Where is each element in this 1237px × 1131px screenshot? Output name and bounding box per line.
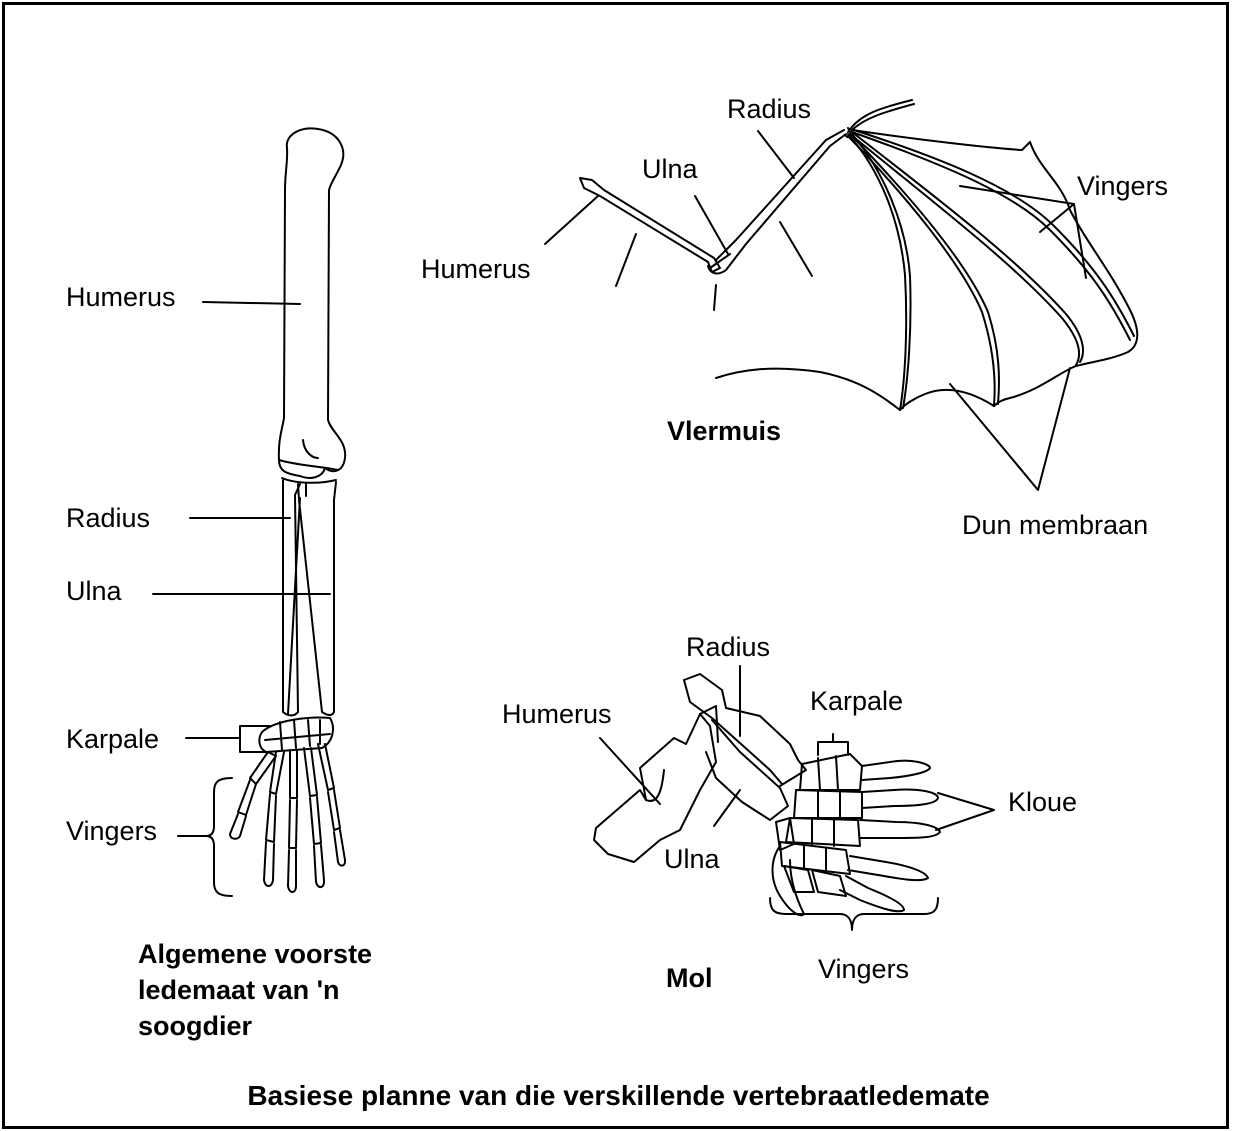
leader-bat-ulna [695,196,728,254]
mole-radius-ulna-bones [684,674,806,820]
leader-mole-kloue [936,793,994,830]
mammal-carpal-bones [259,718,333,752]
bat-label-radius: Radius [727,96,811,123]
mammal-label-karpale: Karpale [66,726,159,753]
leader-mole-humerus [600,738,660,804]
bat-label-vingers: Vingers [1077,173,1168,200]
bat-wing [545,100,1137,490]
mammal-label-ulna: Ulna [66,578,122,605]
bat-label-humerus: Humerus [421,256,531,283]
mammal-caption: Algemene voorste ledemaat van 'n soogdie… [138,936,438,1044]
mole-label-karpale: Karpale [810,688,903,715]
diagram-footer-title: Basiese planne van die verskillende vert… [0,1080,1237,1112]
bat-radius-ulna-bones [708,130,846,273]
leader-bat-radius [758,131,794,178]
mole-label-vingers: Vingers [818,956,909,983]
brace-vingers [206,778,232,896]
mole-label-ulna: Ulna [664,846,720,873]
mole-caption: Mol [666,965,713,992]
mole-humerus-bone [594,706,718,862]
mammal-label-humerus: Humerus [66,284,176,311]
leader-bat-membraan [950,368,1070,490]
bat-caption: Vlermuis [667,418,781,445]
mammal-label-radius: Radius [66,505,150,532]
leader-bat-humerus [545,196,598,244]
bracket-mole-karpale [818,734,848,755]
mole-finger-bones [773,761,941,916]
mole-label-humerus: Humerus [502,701,612,728]
mole-label-radius: Radius [686,634,770,661]
mole-label-kloue: Kloue [1008,789,1077,816]
brace-mole-vingers [770,898,938,930]
bat-membrane [716,128,1137,410]
bat-humerus-bone [580,178,720,272]
mole-forelimb [594,666,994,930]
mammal-label-vingers: Vingers [66,818,157,845]
mammal-forelimb [153,128,345,896]
bat-label-ulna: Ulna [642,156,698,183]
leader-karpale [186,726,270,752]
mammal-radius-ulna-bones [282,478,336,715]
bat-label-membraan: Dun membraan [962,512,1148,539]
mammal-finger-bones [230,744,345,892]
leader-mole-ulna [714,790,740,826]
